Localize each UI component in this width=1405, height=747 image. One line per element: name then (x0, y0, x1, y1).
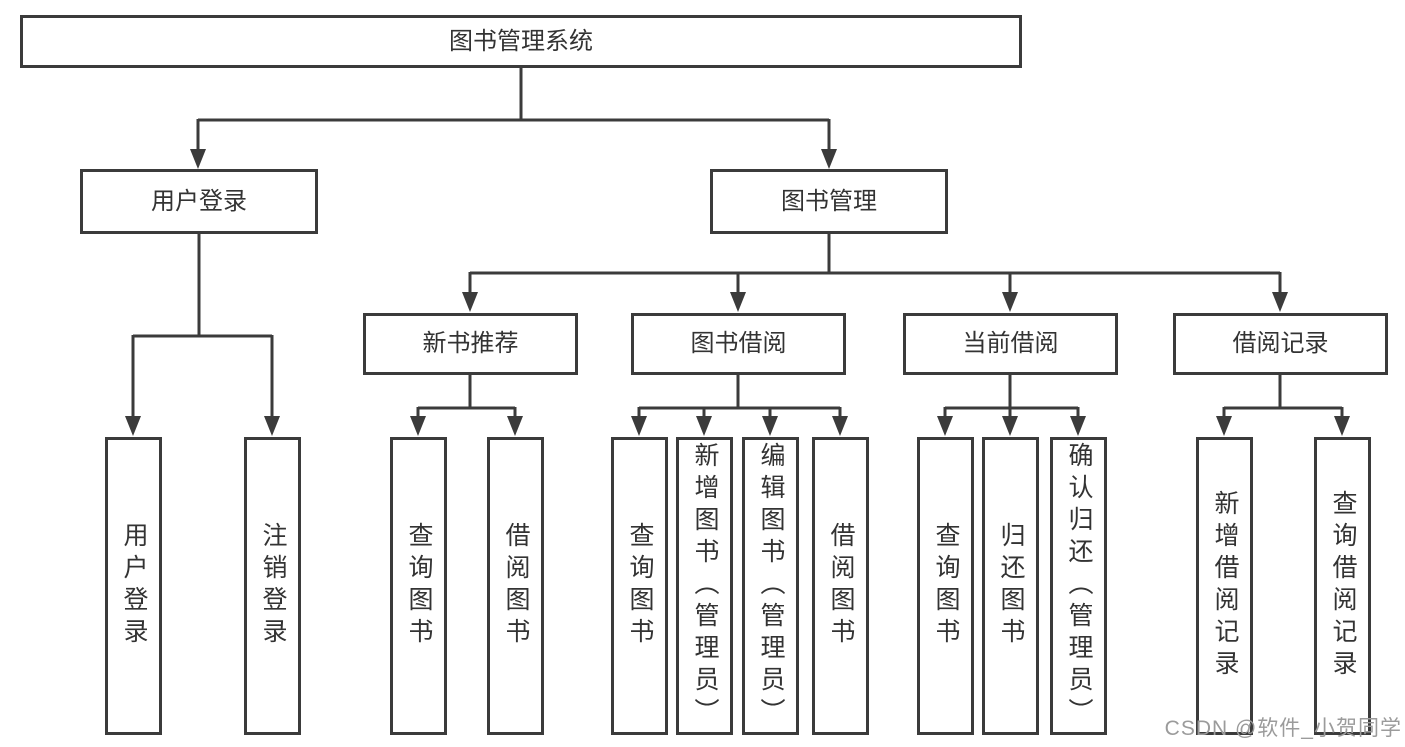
leaf-user-login: 用户登录 (105, 437, 162, 735)
leaf-confirm-return-admin: 确认归还（管理员） (1050, 437, 1107, 735)
leaf-edit-books-admin: 编辑图书（管理员） (742, 437, 799, 735)
leaf-return-books: 归还图书 (982, 437, 1039, 735)
node-book-borrow: 图书借阅 (631, 313, 846, 375)
node-user-login-branch: 用户登录 (80, 169, 318, 234)
leaf-query-books-current: 查询图书 (917, 437, 974, 735)
leaf-add-books-admin: 新增图书（管理员） (676, 437, 733, 735)
leaf-query-books-borrow: 查询图书 (611, 437, 668, 735)
node-root-system: 图书管理系统 (20, 15, 1022, 68)
leaf-query-borrow-record: 查询借阅记录 (1314, 437, 1371, 735)
leaf-logout: 注销登录 (244, 437, 301, 735)
leaf-borrow-books: 借阅图书 (812, 437, 869, 735)
csdn-watermark: CSDN @软件_小贺同学 (1164, 717, 1402, 740)
leaf-query-books-recommend: 查询图书 (390, 437, 447, 735)
leaf-add-borrow-record: 新增借阅记录 (1196, 437, 1253, 735)
leaf-borrow-books-recommend: 借阅图书 (487, 437, 544, 735)
node-book-management-branch: 图书管理 (710, 169, 948, 234)
node-new-book-recommend: 新书推荐 (363, 313, 578, 375)
node-borrow-records: 借阅记录 (1173, 313, 1388, 375)
node-current-borrow: 当前借阅 (903, 313, 1118, 375)
